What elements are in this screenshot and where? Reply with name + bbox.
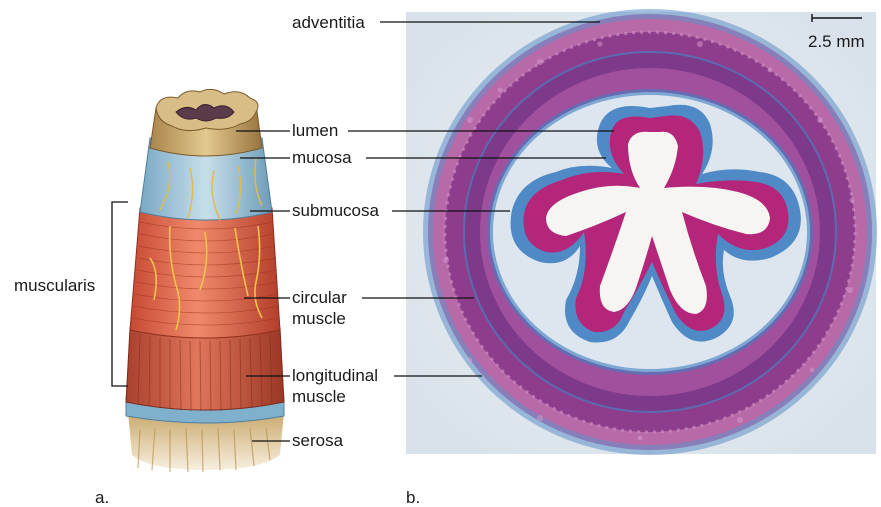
mucosa-layer — [150, 89, 262, 156]
label-longitudinal-muscle: muscle — [292, 387, 346, 406]
label-longitudinal: longitudinal — [292, 366, 378, 385]
scale-bar-label: 2.5 mm — [808, 32, 865, 51]
label-adventitia: adventitia — [292, 13, 365, 32]
longitudinal-muscle-layer — [126, 328, 284, 411]
circular-muscle-layer — [130, 208, 280, 338]
label-mucosa: mucosa — [292, 148, 352, 167]
label-serosa: serosa — [292, 431, 343, 450]
label-submucosa: submucosa — [292, 201, 379, 220]
muscularis-bracket — [112, 202, 128, 386]
caption-a: a. — [95, 488, 109, 507]
tube-illustration — [126, 89, 284, 472]
label-muscularis: muscularis — [14, 276, 95, 295]
micrograph — [406, 12, 876, 454]
label-lumen: lumen — [292, 121, 338, 140]
label-circular: circular — [292, 288, 347, 307]
caption-b: b. — [406, 488, 420, 507]
label-circular-muscle: muscle — [292, 309, 346, 328]
